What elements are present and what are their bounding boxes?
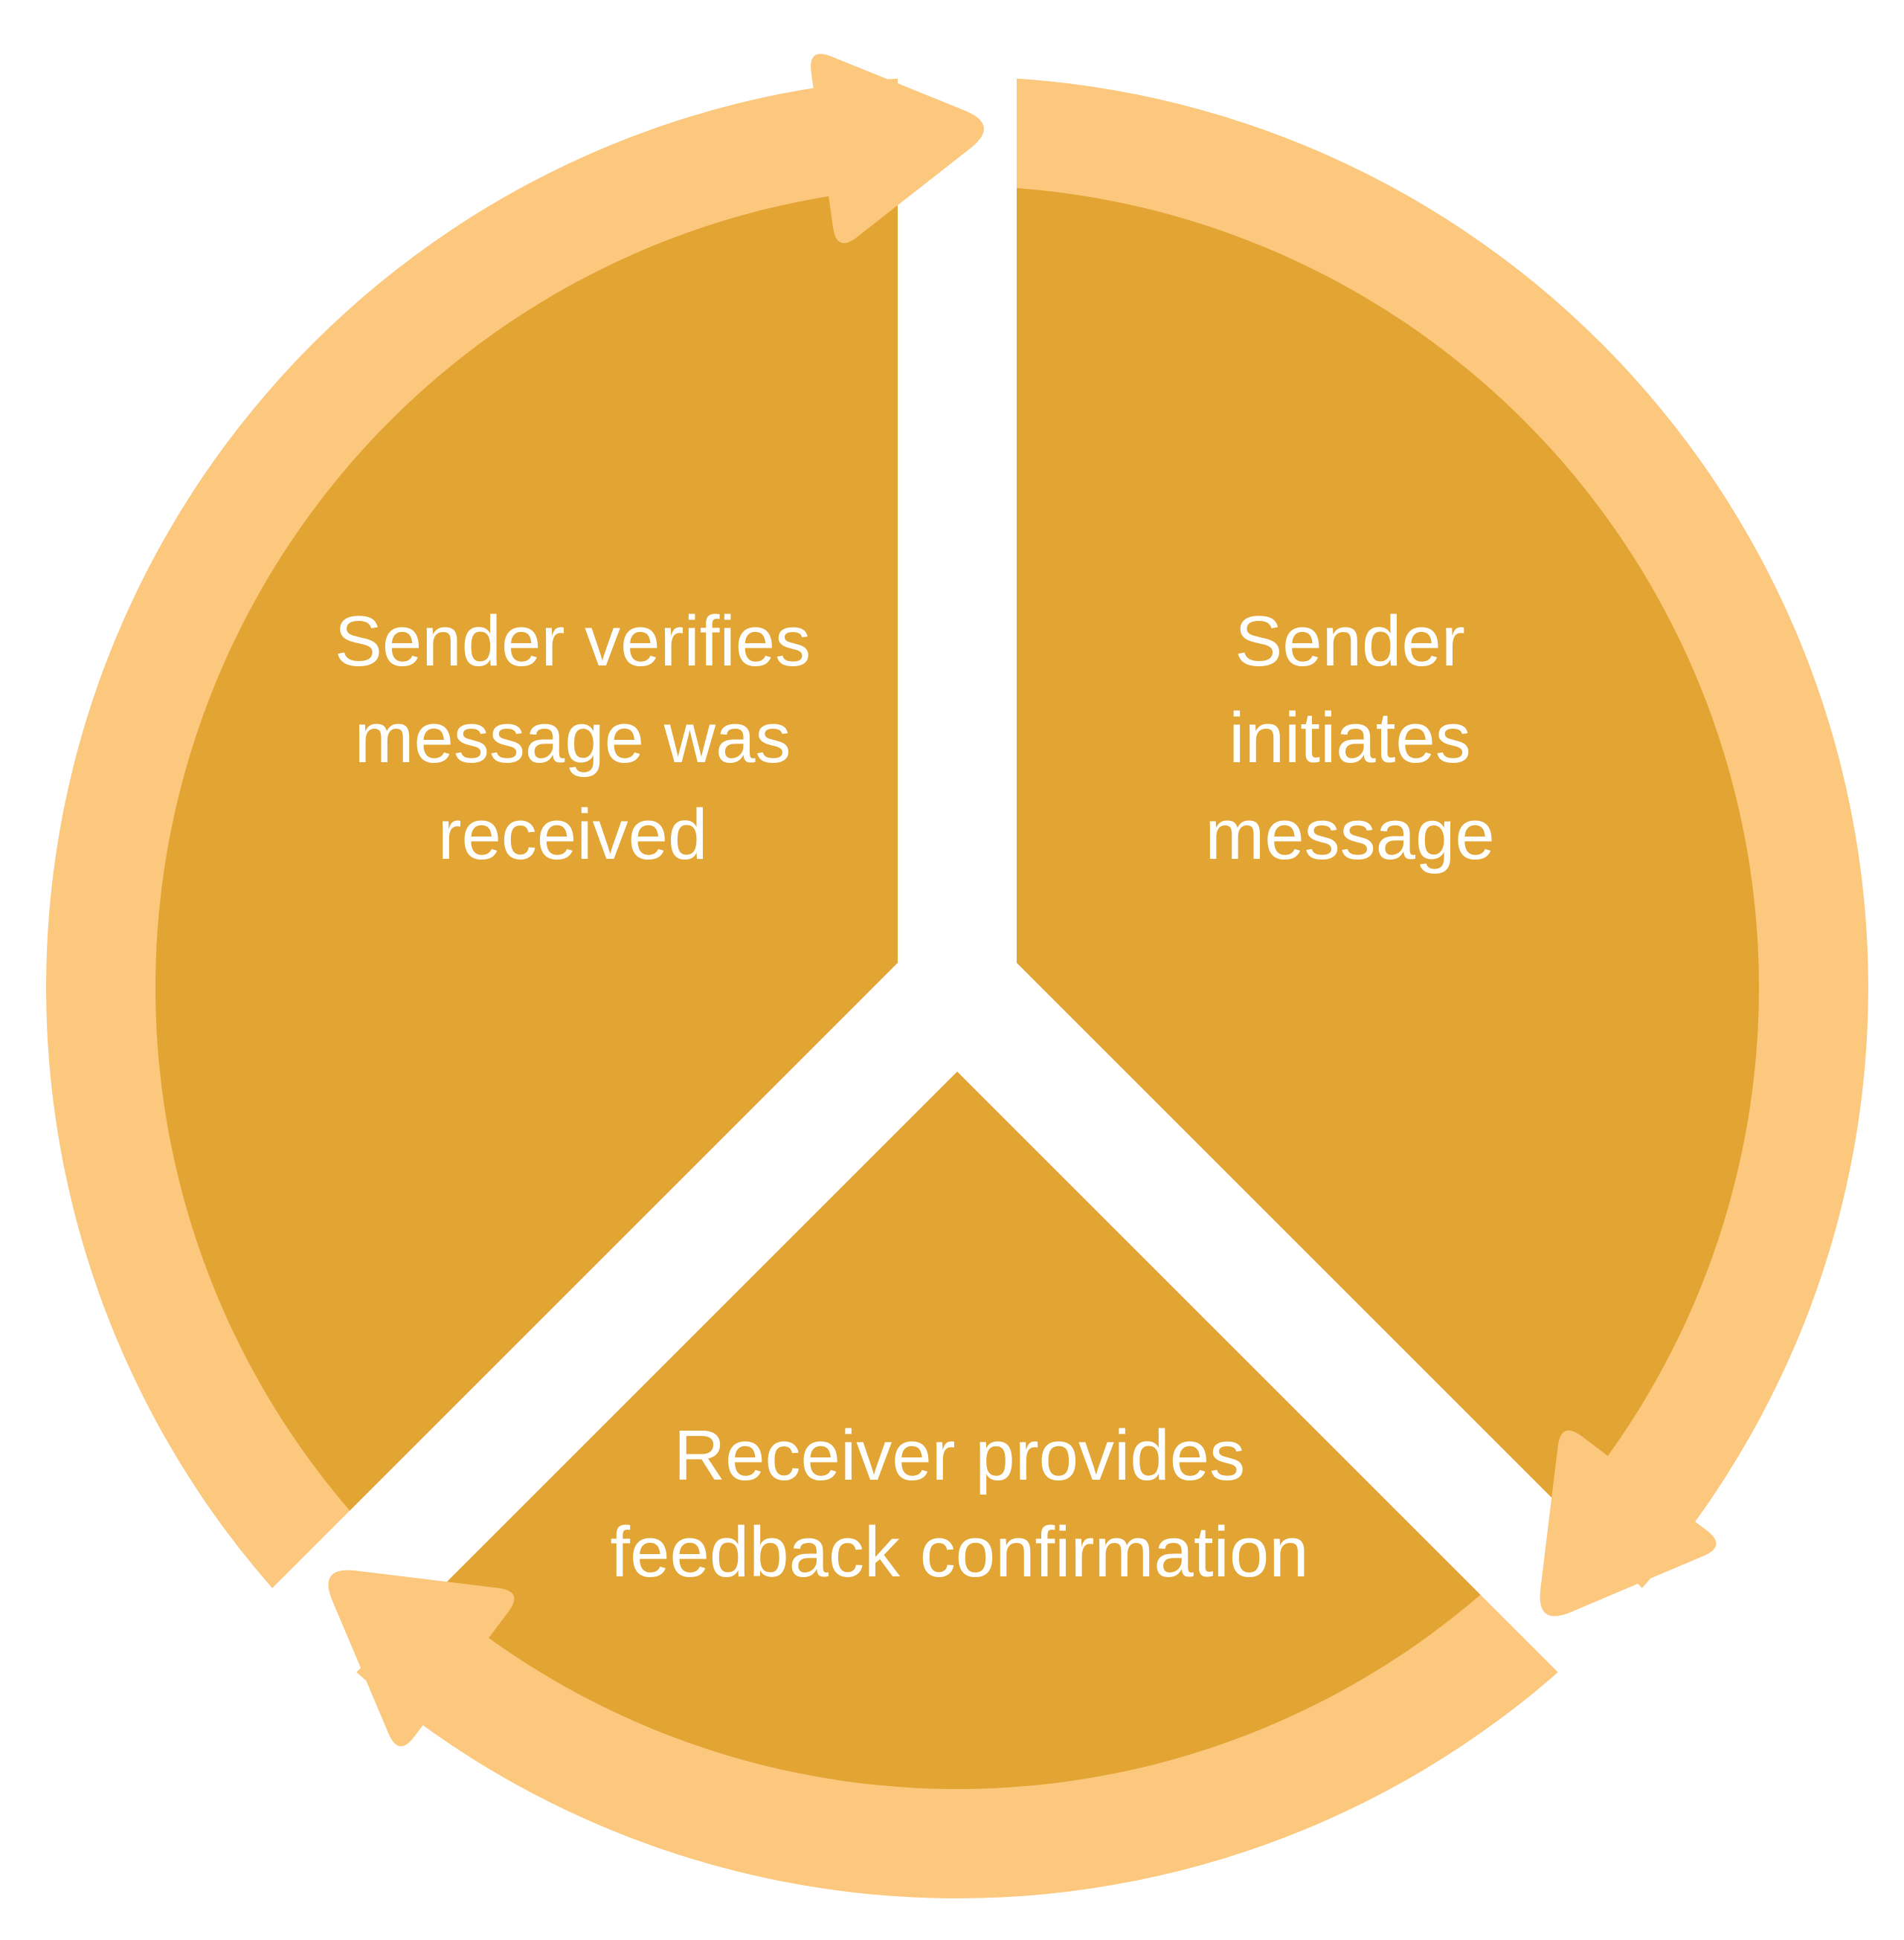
segment-bottom-label-line-1: Receiver provides — [674, 1416, 1245, 1495]
segment-left-label: Sender verifies message was received — [335, 602, 811, 874]
segment-right-label-line-1: Sender — [1235, 602, 1465, 681]
segment-bottom-label-line-2: feedback confirmation — [610, 1512, 1308, 1592]
segment-right-label-line-3: message — [1205, 795, 1495, 874]
gap-lower-left — [74, 945, 1000, 1871]
gap-lower-right — [915, 945, 1841, 1871]
segment-left-label-line-3: received — [438, 795, 708, 874]
divider-gaps — [74, 0, 1841, 1871]
segment-right-label: Sender initiates message — [1205, 602, 1495, 874]
segment-right-label-line-2: initiates — [1229, 698, 1471, 778]
segment-left-label-line-2: message was — [355, 698, 791, 778]
segment-bottom-label: Receiver provides feedback confirmation — [610, 1416, 1308, 1592]
segment-left-label-line-1: Sender verifies — [335, 602, 811, 681]
